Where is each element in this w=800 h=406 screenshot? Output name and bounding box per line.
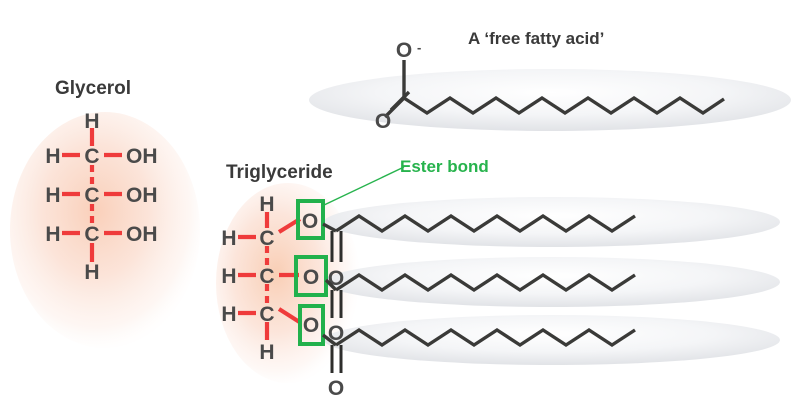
glycerol-row-3-hydroxyl: OH (126, 223, 158, 246)
triglyceride-row-2-left-hydrogen: H (221, 265, 236, 288)
ffa-negative-charge: - (417, 40, 421, 55)
triglyceride-row-3-left-hydrogen: H (221, 303, 236, 326)
free-fatty-acid-group: O - O (309, 39, 791, 133)
triglyceride-row-1-carbon: C (259, 227, 274, 250)
triglyceride-tail-ellipse-3 (324, 315, 780, 365)
glycerol-top-hydrogen: H (84, 110, 99, 133)
glycerol-blob (10, 112, 200, 348)
ester-oxygen-3: O (303, 314, 319, 337)
free-fatty-acid-title: A ‘free fatty acid’ (468, 29, 604, 48)
glycerol-row-3-carbon: C (84, 223, 99, 246)
glycerol-bottom-hydrogen: H (84, 261, 99, 284)
ffa-oxygen-bottom: O (375, 110, 391, 133)
triglyceride-group: H H C H C H C H O O O O O (216, 183, 780, 400)
ester-bond-leader-line (321, 166, 405, 207)
ffa-hydrocarbon-chain (403, 95, 725, 116)
glycerol-row-2-hydroxyl: OH (126, 184, 158, 207)
ester-bond-box-2 (294, 255, 328, 297)
triglyceride-title: Triglyceride (226, 162, 333, 183)
glycerol-row-1-hydroxyl: OH (126, 145, 158, 168)
triglyceride-row-2-carbon: C (259, 265, 274, 288)
triglyceride-chain-2 (335, 272, 636, 293)
ester-bond-label: Ester bond (400, 157, 489, 176)
carbonyl-3-o-to-c (321, 333, 338, 347)
carbonyl-1-o-to-c (322, 222, 337, 233)
carbonyl-oxygen-3: O (328, 377, 344, 400)
glycerol-row-3-left-hydrogen: H (45, 223, 60, 246)
glycerol-row-1-left-hydrogen: H (45, 145, 60, 168)
triglyceride-bond-c3-o (277, 307, 303, 325)
triglyceride-bottom-hydrogen: H (259, 341, 274, 364)
glycerol-title: Glycerol (55, 78, 131, 99)
triglyceride-top-hydrogen: H (259, 193, 274, 216)
glycerol-row-2-carbon: C (84, 184, 99, 207)
triglyceride-chain-1 (335, 213, 636, 234)
glycerol-row-2-left-hydrogen: H (45, 184, 60, 207)
ester-oxygen-2: O (303, 266, 319, 289)
glycerol-row-1-carbon: C (84, 145, 99, 168)
triglyceride-row-3-carbon: C (259, 303, 274, 326)
ester-oxygen-1: O (302, 210, 318, 233)
glycerol-group: H H C OH H C OH H C OH H (10, 110, 200, 348)
triglyceride-chain-3 (335, 327, 636, 348)
ffa-double-bond-b (389, 90, 411, 112)
triglyceride-row-1-left-hydrogen: H (221, 227, 236, 250)
ester-bond-box-3 (298, 304, 325, 346)
ffa-oxygen-top: O (396, 39, 412, 62)
carbonyl-2-o-to-c (324, 278, 338, 292)
fatty-acid-tail-ellipse (309, 69, 791, 131)
ester-bond-box-1 (296, 199, 325, 240)
carbonyl-oxygen-2: O (328, 322, 344, 345)
